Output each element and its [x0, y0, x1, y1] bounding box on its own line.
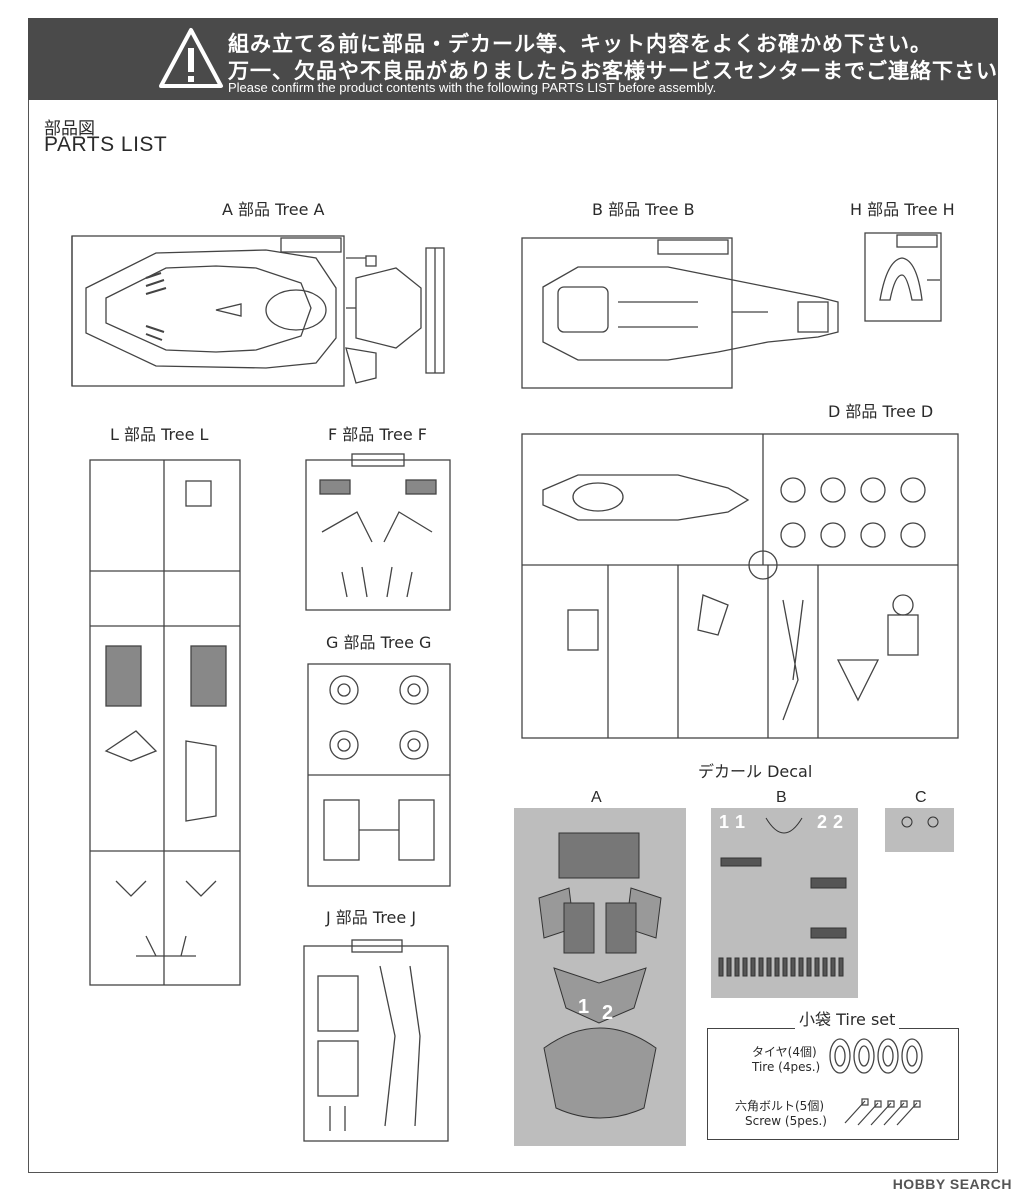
decal-b-number-2b: 2: [833, 812, 844, 832]
decal-a-number-2: 2: [602, 1002, 614, 1024]
tree-l-runner: [86, 456, 246, 991]
hobby-search-watermark: HOBBY SEARCH: [892, 1176, 1012, 1192]
warning-line-2: 万一、欠品や不良品がありましたらお客様サービスセンターまでご連絡下さい。: [228, 59, 1020, 83]
decal-sheet-a: 1 2: [514, 808, 686, 1146]
screw-label-jp: 六角ボルト(5個): [735, 1099, 824, 1113]
tree-h-label: H 部品 Tree H: [850, 200, 955, 219]
decal-b-number-1a: 1: [719, 812, 730, 832]
tree-a-runner: [66, 228, 486, 393]
decal-sheet-c-letter: C: [915, 789, 927, 806]
warning-line-en: Please confirm the product contents with…: [228, 80, 717, 95]
tire-set-box: [707, 1028, 959, 1140]
decal-b-number-2a: 2: [817, 812, 828, 832]
decal-sheet-b: 1 1 2 2: [711, 808, 858, 998]
tree-d-runner: [518, 430, 963, 742]
tree-g-runner: [304, 660, 454, 892]
warning-banner: 組み立てる前に部品・デカール等、キット内容をよくお確かめ下さい。 万一、欠品や不…: [28, 18, 1019, 100]
tire-label-jp: タイヤ(4個): [752, 1045, 817, 1059]
tree-f-label: F 部品 Tree F: [328, 425, 428, 444]
tree-b-runner: [518, 232, 848, 397]
parts-list-title-en: PARTS LIST: [44, 133, 168, 156]
tree-l-label: L 部品 Tree L: [110, 425, 209, 444]
tire-set-title: 小袋 Tire set: [795, 1006, 900, 1030]
tire-parts-icon: [829, 1038, 923, 1074]
screw-parts-icon: [844, 1098, 921, 1126]
tree-j-label: J 部品 Tree J: [326, 908, 417, 927]
tree-h-runner: [862, 230, 944, 325]
tire-label-en: Tire (4pes.): [752, 1060, 821, 1074]
tree-f-runner: [302, 452, 454, 614]
decal-sheet-b-letter: B: [776, 789, 787, 806]
parts-list-title-jp: 部品図: [44, 119, 95, 139]
decal-sheet-a-letter: A: [591, 789, 602, 806]
screw-label-en: Screw (5pes.): [745, 1114, 827, 1128]
decal-b-number-1b: 1: [735, 812, 746, 832]
warning-triangle-icon: [159, 28, 223, 88]
tree-d-label: D 部品 Tree D: [828, 402, 934, 421]
tree-j-runner: [300, 936, 452, 1146]
tree-b-label: B 部品 Tree B: [592, 200, 695, 219]
warning-line-1: 組み立てる前に部品・デカール等、キット内容をよくお確かめ下さい。: [228, 32, 932, 56]
decal-sheet-c: [885, 808, 954, 852]
tree-g-label: G 部品 Tree G: [326, 633, 432, 652]
decal-title: デカール Decal: [698, 762, 813, 781]
decal-a-number-1: 1: [578, 996, 590, 1018]
tree-a-label: A 部品 Tree A: [222, 200, 325, 219]
